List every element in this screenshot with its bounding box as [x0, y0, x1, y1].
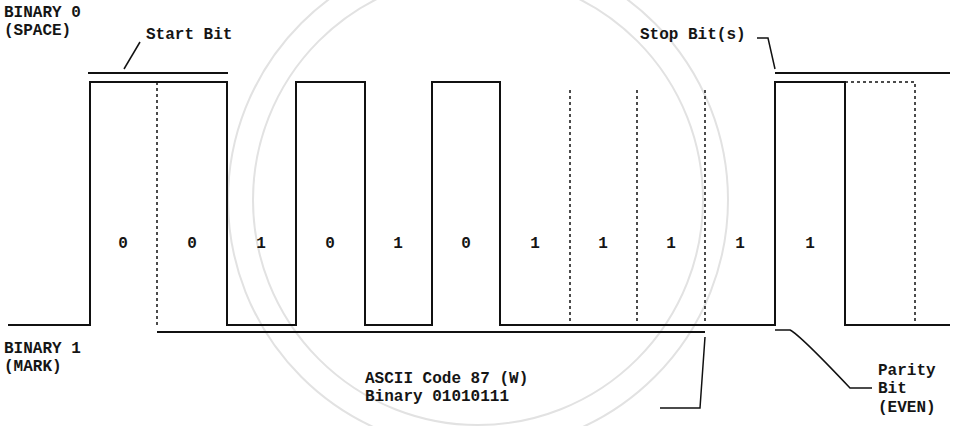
bit-value: 1	[735, 235, 745, 253]
bit-value: 1	[598, 235, 608, 253]
watermark-ring	[228, 0, 728, 426]
stop-bit-leader	[757, 38, 775, 69]
signal-waveform	[8, 82, 950, 325]
stop-bit-bracket	[775, 72, 950, 74]
bit-value: 1	[256, 235, 266, 253]
extra-stop-bit	[845, 82, 915, 325]
bit-value: 1	[393, 235, 403, 253]
parity-leader	[775, 330, 872, 388]
parity-label: Parity Bit (EVEN)	[878, 362, 945, 417]
level-label: BINARY 1 (MARK)	[4, 340, 90, 377]
watermark	[228, 0, 728, 426]
watermark-ring	[253, 0, 703, 425]
start-bit-leader	[124, 42, 140, 69]
bit-value: 1	[530, 235, 540, 253]
start-bit-label: Start Bit	[146, 26, 232, 44]
stop-bit-label: Stop Bit(s)	[640, 26, 746, 44]
bit-divider	[156, 82, 158, 325]
level-label: BINARY 0 (SPACE)	[4, 4, 90, 41]
start-bit-bracket	[88, 72, 228, 74]
bit-divider	[569, 90, 571, 325]
bit-divider	[704, 90, 706, 325]
code-label: ASCII Code 87 (W) Binary 01010111	[365, 370, 538, 407]
bit-value: 0	[118, 235, 128, 253]
bit-value: 1	[805, 235, 815, 253]
ascii-leader	[660, 337, 705, 408]
bit-value: 0	[325, 235, 335, 253]
bit-divider	[636, 90, 638, 325]
data-baseline	[157, 331, 705, 333]
bit-value: 1	[666, 235, 676, 253]
bit-value: 0	[461, 235, 471, 253]
bit-value: 0	[187, 235, 197, 253]
